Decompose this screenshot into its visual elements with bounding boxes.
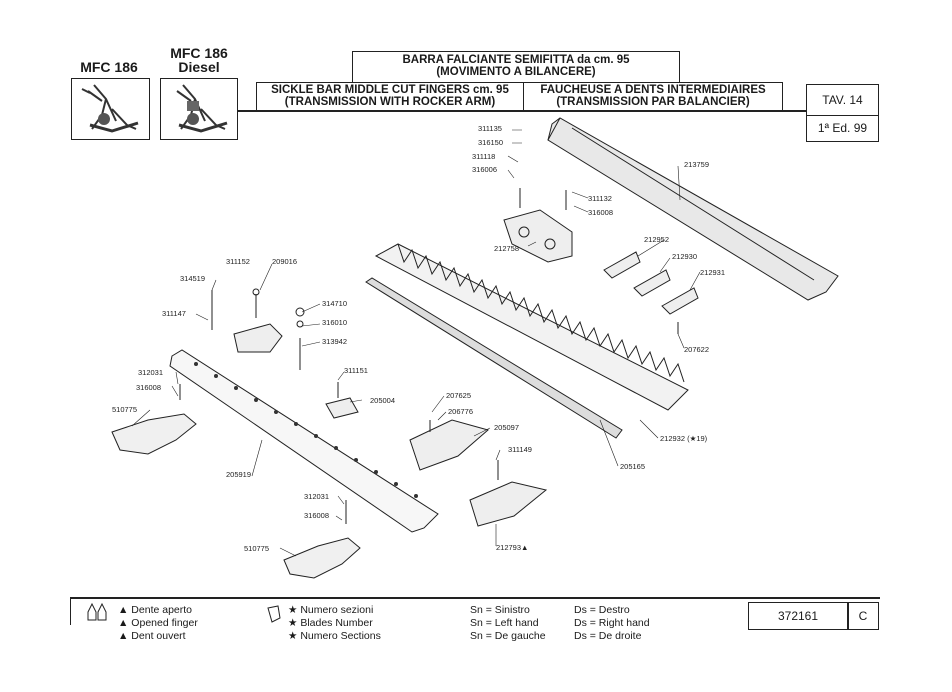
part-label: 510775 bbox=[244, 544, 270, 553]
legend-line-en: Sn = Left hand bbox=[470, 617, 539, 629]
machine-thumbnail-1 bbox=[71, 78, 150, 140]
legend-right-hand: Ds = Destro Ds = Right hand Ds = De droi… bbox=[574, 604, 650, 643]
finger-212952 bbox=[603, 251, 641, 279]
part-label: 313942 bbox=[322, 337, 348, 346]
model-label-mfc186: MFC 186 bbox=[80, 59, 138, 75]
table-number: TAV. 14 bbox=[822, 93, 863, 107]
part-label: 213759 bbox=[684, 160, 710, 169]
part-label: 207622 bbox=[684, 345, 710, 354]
edition: 1ª Ed. 99 bbox=[817, 121, 868, 135]
part-label: 212952 bbox=[644, 235, 670, 244]
part-label: 312031 bbox=[304, 492, 330, 501]
title-it-line1: BARRA FALCIANTE SEMIFITTA da cm. 95 bbox=[402, 54, 630, 66]
document-code: 372161 bbox=[777, 609, 819, 623]
part-label: 316010 bbox=[322, 318, 348, 327]
legend-line-fr: ▲ Dent ouvert bbox=[118, 630, 186, 642]
finger-212930 bbox=[633, 269, 671, 297]
legend-line-fr: Ds = De droite bbox=[574, 630, 642, 642]
part-label: 205919 bbox=[226, 470, 252, 479]
footer-bracket bbox=[70, 597, 75, 625]
legend-line-it: ▲ Dente aperto bbox=[118, 604, 193, 616]
legend-blades-number: ★ Numero sezioni ★ Blades Number ★ Numer… bbox=[288, 604, 381, 643]
legend-left-hand: Sn = Sinistro Sn = Left hand Sn = De gau… bbox=[470, 604, 546, 643]
finger-212931 bbox=[661, 287, 699, 315]
part-label: 316150 bbox=[478, 138, 504, 147]
part-label: 311147 bbox=[162, 309, 186, 318]
revision-letter: C bbox=[858, 609, 868, 623]
shoe-upper bbox=[111, 413, 197, 455]
legend-line-it: Sn = Sinistro bbox=[470, 604, 530, 616]
knife-bar bbox=[365, 277, 623, 439]
part-label: 311135 bbox=[478, 124, 502, 133]
clamp-205004 bbox=[325, 397, 359, 419]
title-english: SICKLE BAR MIDDLE CUT FINGERS cm. 95 (TR… bbox=[256, 82, 524, 111]
part-label: 510775 bbox=[112, 405, 138, 414]
title-en-line2: (TRANSMISSION WITH ROCKER ARM) bbox=[284, 96, 496, 108]
legend-line-it: Ds = Destro bbox=[574, 604, 630, 616]
mower-diesel-icon bbox=[176, 84, 228, 133]
part-label: 311132 bbox=[588, 194, 612, 203]
title-italian: BARRA FALCIANTE SEMIFITTA da cm. 95 (MOV… bbox=[352, 51, 680, 83]
part-label: 212930 bbox=[672, 252, 698, 261]
title-en-line1: SICKLE BAR MIDDLE CUT FINGERS cm. 95 bbox=[271, 84, 509, 96]
footer-rule bbox=[70, 597, 880, 599]
finger-teeth bbox=[397, 243, 685, 383]
support-209016 bbox=[233, 323, 283, 353]
part-label: 311118 bbox=[472, 152, 496, 161]
part-label: 212793▲ bbox=[496, 543, 529, 552]
part-label: 311152 bbox=[226, 257, 250, 266]
table-number-box: TAV. 14 1ª Ed. 99 bbox=[806, 84, 879, 142]
guard-212793 bbox=[469, 481, 548, 527]
part-label: 314519 bbox=[180, 274, 206, 283]
main-bar bbox=[169, 349, 439, 533]
part-label: 316006 bbox=[472, 165, 498, 174]
model-variant: Diesel bbox=[178, 59, 220, 75]
document-code-box: 372161 C bbox=[748, 602, 879, 630]
finger-bar bbox=[374, 243, 689, 411]
part-label: 205165 bbox=[620, 462, 646, 471]
header-rule bbox=[238, 110, 806, 112]
rocker-assembly bbox=[503, 209, 573, 263]
part-label: 209016 bbox=[272, 257, 298, 266]
machine-thumbnail-2 bbox=[160, 78, 238, 140]
legend-line-en: Ds = Right hand bbox=[574, 617, 650, 629]
part-label: 311151 bbox=[344, 366, 368, 375]
guard-205097 bbox=[409, 419, 490, 471]
part-label: 206776 bbox=[448, 407, 474, 416]
legend-line-fr: Sn = De gauche bbox=[470, 630, 546, 642]
legend-line-fr: ★ Numero Sections bbox=[288, 630, 381, 642]
part-label: 316008 bbox=[588, 208, 614, 217]
title-french: FAUCHEUSE A DENTS INTERMEDIAIRES (TRANSM… bbox=[523, 82, 783, 111]
shoe-lower bbox=[283, 537, 361, 579]
title-fr-line1: FAUCHEUSE A DENTS INTERMEDIAIRES bbox=[540, 84, 766, 96]
model-name: MFC 186 bbox=[170, 45, 228, 61]
part-label: 314710 bbox=[322, 299, 348, 308]
part-label: 205097 bbox=[494, 423, 520, 432]
part-label: 205004 bbox=[370, 396, 396, 405]
legend-line-it: ★ Numero sezioni bbox=[288, 604, 374, 616]
legend-line-en: ▲ Opened finger bbox=[118, 617, 198, 629]
title-fr-line2: (TRANSMISSION PAR BALANCIER) bbox=[556, 96, 750, 108]
part-label: 312031 bbox=[138, 368, 164, 377]
part-label: 207625 bbox=[446, 391, 472, 400]
mower-icon bbox=[81, 84, 139, 133]
part-label: 311149 bbox=[508, 445, 532, 454]
legend-opened-finger: ▲ Dente aperto ▲ Opened finger ▲ Dent ou… bbox=[118, 604, 198, 643]
part-label: 212931 bbox=[700, 268, 726, 277]
part-label: 316008 bbox=[136, 383, 162, 392]
model-label-mfc186-diesel: MFC 186 Diesel bbox=[160, 46, 238, 74]
part-label: 212932 (★19) bbox=[660, 434, 708, 443]
legend-line-en: ★ Blades Number bbox=[288, 617, 373, 629]
title-it-line2: (MOVIMENTO A BILANCERE) bbox=[436, 66, 596, 78]
part-label: 212758 bbox=[494, 244, 520, 253]
part-label: 316008 bbox=[304, 511, 330, 520]
